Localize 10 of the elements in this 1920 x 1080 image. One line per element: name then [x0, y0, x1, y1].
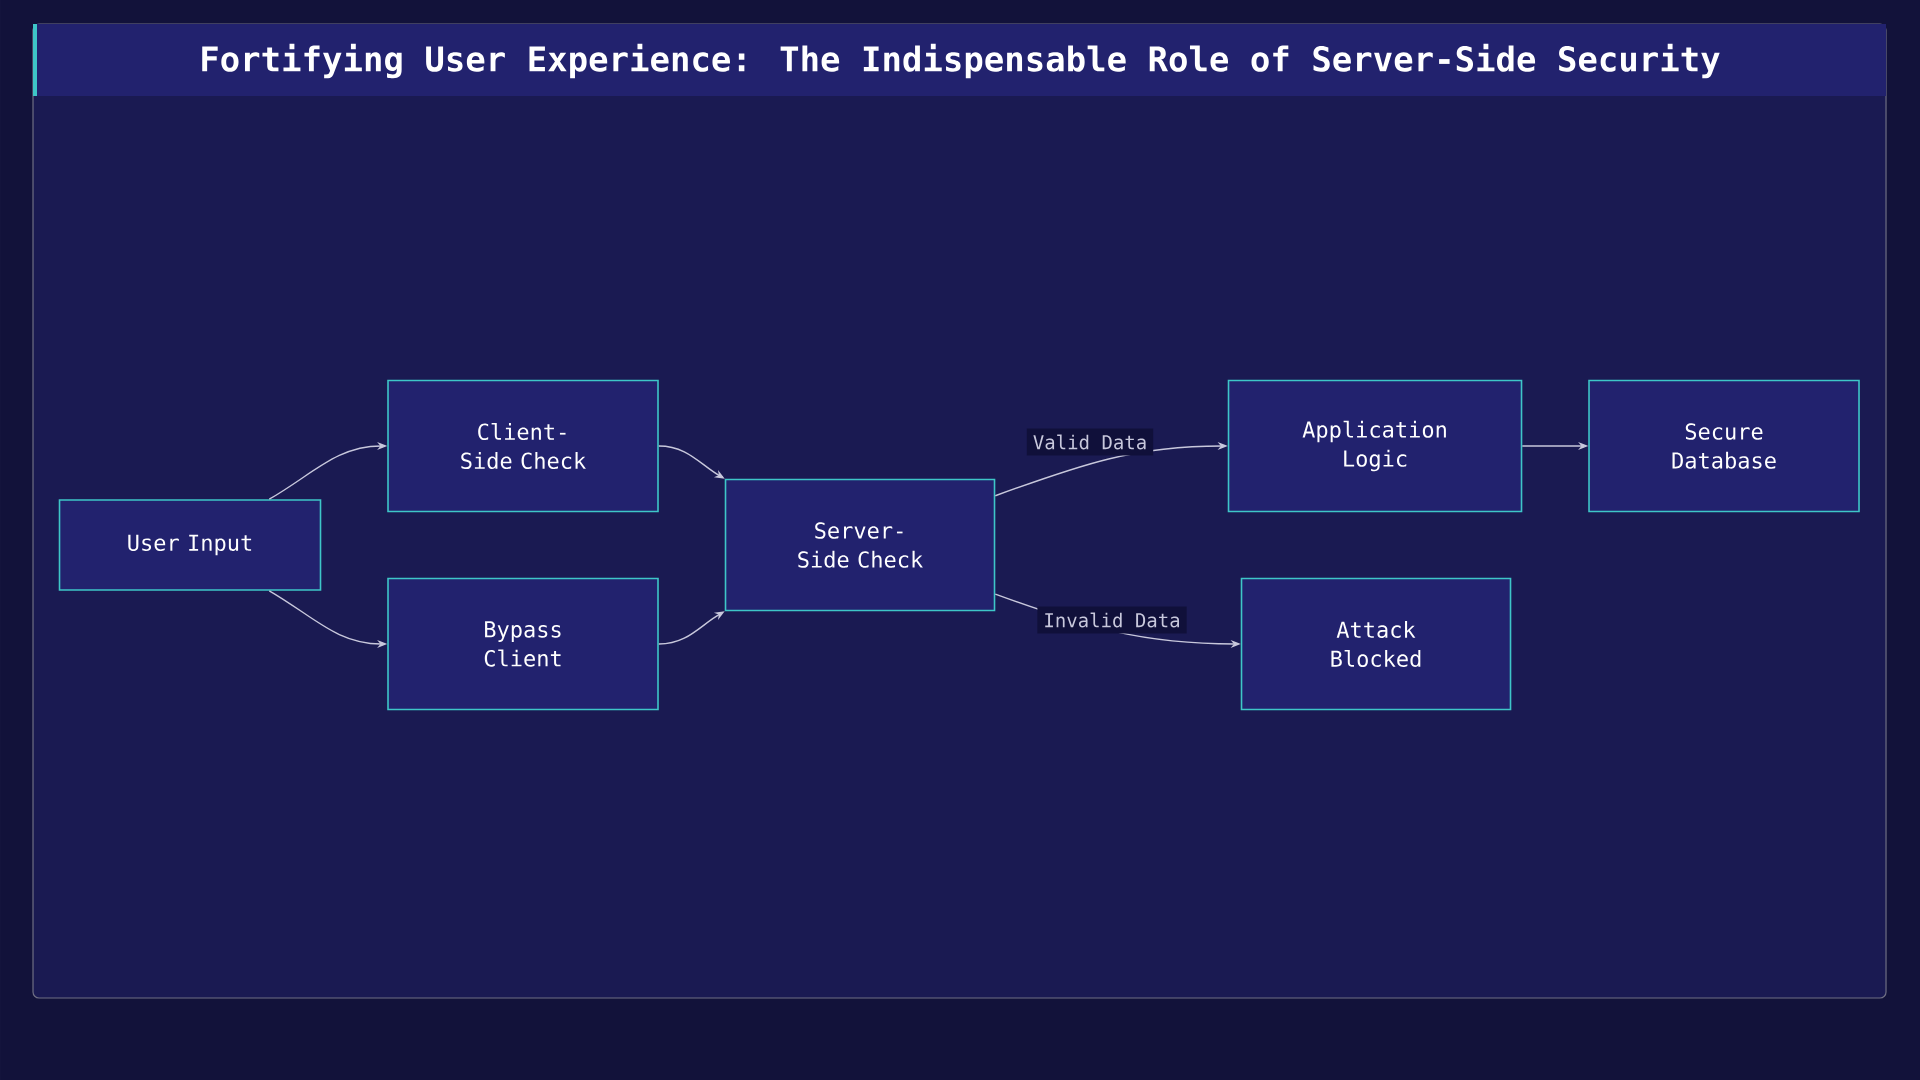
process-box: Application Logic	[1227, 379, 1523, 513]
process-box: Bypass Client	[387, 577, 659, 711]
process-box: Secure Database	[1588, 379, 1860, 513]
title-bar: Fortifying User Experience: The Indispensable Role of Server-Side Security	[33, 24, 1886, 96]
process-box: User Input	[58, 499, 322, 591]
edge-label: Valid Data	[1026, 428, 1154, 456]
process-box: Server- Side Check	[724, 478, 996, 612]
process-box: Attack Blocked	[1240, 577, 1512, 711]
edge-label: Invalid Data	[1037, 606, 1187, 634]
process-box: Client- Side Check	[387, 379, 659, 513]
